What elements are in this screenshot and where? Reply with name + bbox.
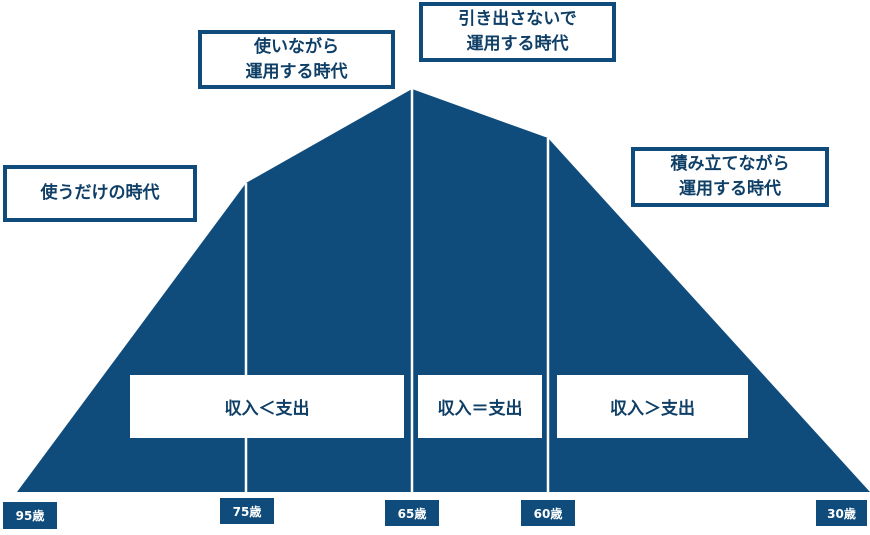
age-label-30: 30歳	[816, 500, 867, 526]
era-label: 引き出さないで	[458, 9, 577, 29]
age-label-60: 60歳	[521, 500, 575, 526]
age-label-65: 65歳	[385, 500, 439, 526]
age-label-75: 75歳	[220, 498, 274, 524]
era-label: 積み立てながら	[670, 154, 790, 174]
era-label: 使うだけの時代	[40, 183, 160, 203]
flow-income-greater-than-expense: 収入＞支出	[557, 375, 748, 438]
era-label: 運用する時代	[466, 34, 569, 54]
era-invest-without-withdraw: 引き出さないで 運用する時代	[419, 2, 616, 62]
era-spend-only: 使うだけの時代	[3, 165, 197, 222]
era-label: 運用する時代	[679, 179, 781, 199]
era-accumulate-and-invest: 積み立てながら 運用する時代	[631, 147, 829, 207]
era-label: 運用する時代	[245, 61, 348, 82]
flow-income-less-than-expense: 収入＜支出	[130, 375, 404, 438]
flow-income-equals-expense: 収入＝支出	[418, 375, 542, 438]
era-label: 使いながら	[254, 36, 339, 57]
era-spend-and-invest: 使いながら 運用する時代	[198, 30, 395, 89]
age-label-95: 95歳	[3, 502, 57, 529]
